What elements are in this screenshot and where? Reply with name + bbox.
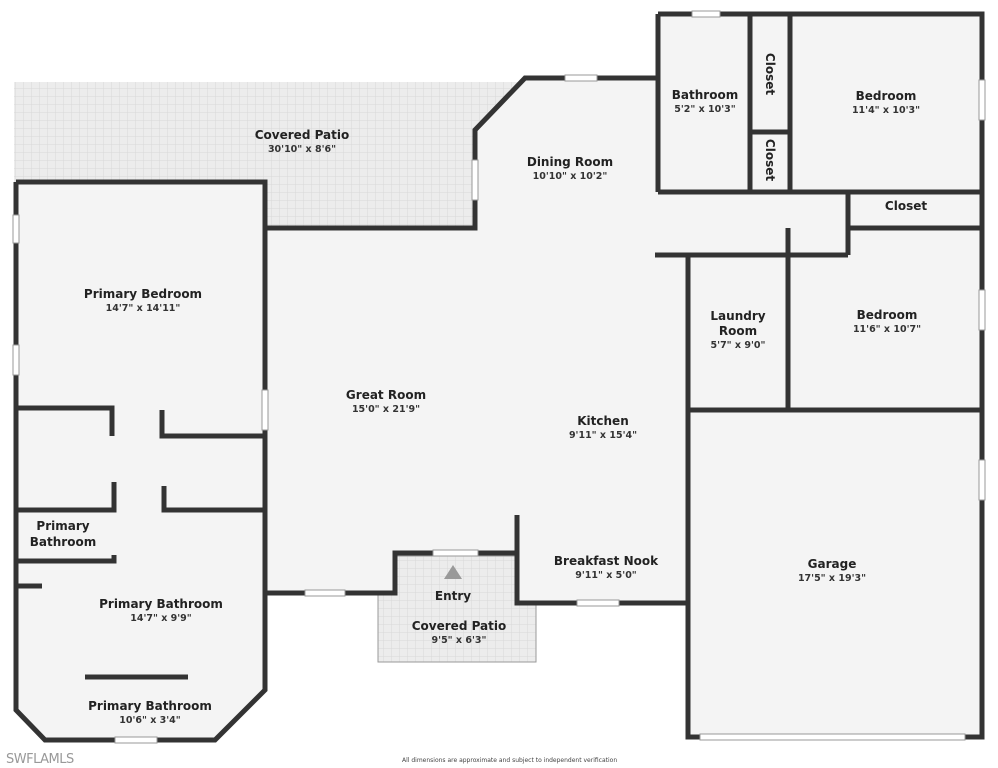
room-primary-bathroom-small: Primary Bathroom	[29, 519, 97, 549]
disclaimer-text: All dimensions are approximate and subje…	[402, 757, 618, 764]
brand-watermark: SWFLAMLS	[6, 752, 74, 767]
floor-areas	[16, 14, 982, 740]
room-entry: Entry	[434, 589, 472, 603]
room-closet-1: Closet	[763, 52, 777, 96]
rear-patio-area	[14, 82, 520, 228]
room-closet-2: Closet	[763, 138, 777, 182]
entry-arrow-icon	[444, 565, 462, 579]
windows	[12, 10, 986, 744]
walls	[13, 11, 985, 743]
room-closet-3: Closet	[884, 199, 928, 213]
